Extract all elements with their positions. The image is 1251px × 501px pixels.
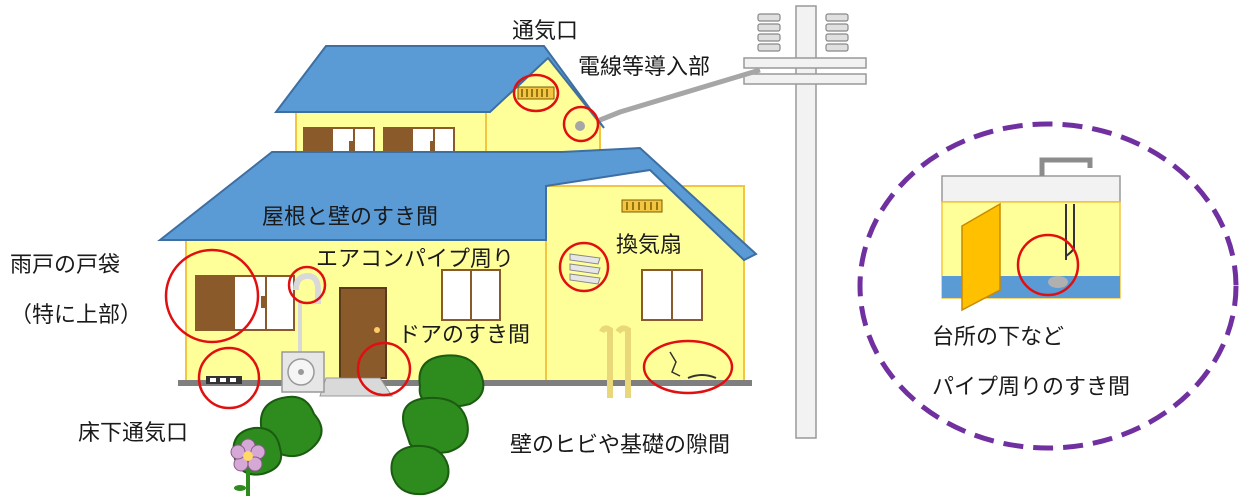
door-icon (319, 287, 393, 397)
highlight-exhaust-fan (558, 241, 610, 293)
label-aircon-pipe: エアコンパイプ周り (316, 247, 514, 272)
label-vent-top: 通気口 (512, 19, 578, 44)
label-kitchen-under: 台所の下など (932, 325, 1064, 350)
flower-icon (230, 438, 266, 496)
wire-entry-fitting (575, 121, 585, 131)
highlight-circles (164, 73, 734, 410)
highlight-pipe (1016, 233, 1080, 297)
lower-storey (157, 146, 758, 398)
window-right (641, 269, 703, 321)
faucet-icon (1039, 157, 1093, 176)
lower-roof (157, 146, 758, 262)
cabinet-door (961, 202, 1001, 312)
inset-border (857, 121, 1239, 451)
upper-vent-icon (517, 86, 555, 100)
highlight-floor-vent (197, 346, 261, 410)
highlight-wire-entry (562, 105, 600, 143)
inset-kitchen (857, 121, 1239, 451)
label-wall-cracks: 壁のヒビや基礎の隙間 (510, 433, 730, 458)
wall-crack-icon (669, 351, 681, 377)
aircon-outdoor-unit-icon (281, 351, 325, 393)
label-exhaust-fan: 換気扇 (616, 233, 682, 258)
highlight-wall-crack (642, 339, 734, 395)
label-shutter-case: 雨戸の戸袋 (10, 253, 120, 278)
label-pipe-gap: パイプ周りのすき間 (932, 375, 1130, 400)
insulator-icon (757, 13, 849, 52)
utility-pole (743, 5, 867, 439)
highlight-shutter (164, 248, 260, 344)
exhaust-fan-icon (569, 253, 601, 285)
label-shutter-case-note: （特に上部） (10, 303, 142, 328)
highlight-aircon-pipe (287, 265, 327, 305)
upper-roof (273, 45, 605, 129)
highlight-door (356, 341, 412, 397)
label-wire-entry: 電線等導入部 (578, 55, 710, 80)
label-roof-wall-gap: 屋根と壁のすき間 (262, 205, 438, 230)
label-door-gap: ドアのすき間 (398, 323, 530, 348)
aircon-pipe (293, 272, 321, 304)
bushes (232, 354, 485, 496)
window-center (441, 269, 501, 321)
shutter-window (195, 275, 295, 331)
lower-vent-icon (621, 199, 663, 213)
highlight-vent-top (512, 73, 560, 113)
label-underfloor-vent: 床下通気口 (78, 421, 188, 446)
pipes-icon (599, 325, 631, 398)
floor-vent-icon (206, 376, 242, 384)
